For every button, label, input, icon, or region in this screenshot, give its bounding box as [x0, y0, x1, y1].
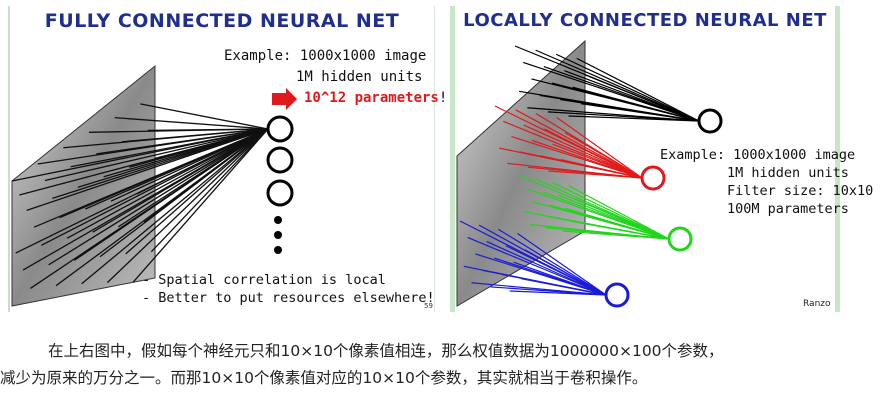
connection-line	[497, 228, 607, 296]
local-connection-lines	[459, 45, 700, 296]
connection-line	[515, 109, 643, 179]
connection-line	[555, 53, 700, 122]
connection-line	[572, 86, 700, 122]
connection-line	[562, 230, 670, 240]
connection-line	[44, 128, 269, 182]
connection-line	[548, 170, 643, 179]
fully-connected-diagram	[11, 64, 297, 307]
connection-line	[503, 120, 643, 179]
hidden-unit-2	[266, 146, 294, 174]
connection-line	[41, 128, 269, 246]
ellipsis-dot-1	[274, 216, 282, 224]
connection-line	[505, 245, 607, 296]
slide-credit: Ranzo	[803, 299, 831, 309]
connection-line	[70, 128, 269, 168]
connection-line	[140, 103, 269, 130]
right-parameters: 100M parameters	[727, 201, 849, 217]
connection-line	[121, 128, 269, 143]
hidden-unit-3	[266, 179, 294, 207]
connection-line	[132, 128, 269, 283]
note-better-resources: - Better to put resources elsewhere!	[142, 290, 435, 306]
connection-line	[154, 128, 269, 160]
hidden-unit-red	[640, 165, 666, 191]
locally-connected-diagram	[456, 39, 723, 308]
connection-line	[556, 116, 643, 179]
connection-line	[568, 115, 700, 122]
hidden-unit-black	[697, 108, 723, 134]
connection-line	[524, 249, 607, 296]
connection-line	[560, 158, 643, 179]
connection-line	[96, 128, 269, 155]
connection-line	[521, 278, 607, 296]
right-slide-title: LOCALLY CONNECTED NEURAL NET	[463, 10, 827, 31]
hidden-unit-1	[266, 115, 294, 143]
full-connection-lines	[11, 103, 269, 289]
connection-line	[535, 49, 700, 122]
connection-line	[66, 128, 269, 239]
connection-line	[15, 128, 269, 254]
ellipsis-dot-3	[274, 246, 282, 254]
hidden-unit-blue	[604, 282, 630, 308]
caption-line-1: 在上右图中，假如每个神经元只和10×10个像素值相连，那么权值数据为100000…	[48, 342, 724, 360]
connection-line	[48, 128, 269, 266]
note-spatial-correlation: - Spatial correlation is local	[142, 272, 386, 288]
connection-line	[509, 290, 607, 296]
connection-line	[531, 139, 643, 179]
connection-line	[513, 261, 607, 296]
connection-line	[22, 128, 269, 271]
connection-line	[574, 198, 670, 240]
connection-line	[517, 232, 607, 296]
connection-line	[114, 117, 269, 130]
caption-line-2: 减少为原来的万分之一。而那10×10个像素值对应的10×10个参数，其实就相当于…	[0, 369, 648, 387]
hidden-unit-green	[667, 226, 693, 252]
connection-line	[571, 220, 670, 240]
connection-line	[81, 128, 269, 285]
connection-line	[29, 128, 269, 289]
right-example-image: 1000x1000 image	[733, 147, 856, 163]
connection-line	[150, 128, 269, 253]
connection-line	[544, 128, 643, 179]
connection-line	[580, 103, 700, 122]
connection-line	[110, 128, 269, 202]
right-hidden-units: 1M hidden units	[727, 165, 849, 181]
connection-line	[576, 57, 700, 122]
right-example-label: Example:	[660, 147, 726, 163]
connection-line	[584, 74, 700, 122]
connection-line	[486, 241, 607, 296]
connection-line	[523, 124, 643, 179]
connection-line	[552, 143, 643, 179]
connection-line	[55, 128, 269, 287]
connection-line	[565, 207, 670, 240]
left-example-label: Example:	[224, 48, 292, 64]
connection-line	[106, 128, 269, 284]
ellipsis-dot-2	[274, 231, 282, 239]
left-slide-title: FULLY CONNECTED NEURAL NET	[44, 10, 400, 32]
connection-line	[564, 132, 643, 179]
left-hidden-units: 1M hidden units	[296, 69, 423, 85]
connection-line	[568, 185, 670, 240]
locally-connected-slide: LOCALLY CONNECTED NEURAL NET Example: 10…	[450, 6, 873, 312]
left-parameters: 10^12 parameters	[304, 90, 439, 106]
connection-line	[552, 181, 670, 240]
caption: 在上右图中，假如每个神经元只和10×10个像素值相连，那么权值数据为100000…	[0, 338, 890, 392]
connection-line	[125, 128, 269, 255]
left-example-image: 1000x1000 image	[299, 48, 427, 64]
right-filter-size: Filter size: 10x10	[727, 183, 874, 199]
connection-line	[147, 128, 269, 132]
page-number: 59	[424, 302, 433, 310]
connection-line	[564, 70, 700, 122]
red-arrow-icon	[272, 88, 297, 110]
connection-line	[467, 236, 607, 296]
fully-connected-slide: FULLY CONNECTED NEURAL NET Example: 1000…	[8, 6, 464, 312]
